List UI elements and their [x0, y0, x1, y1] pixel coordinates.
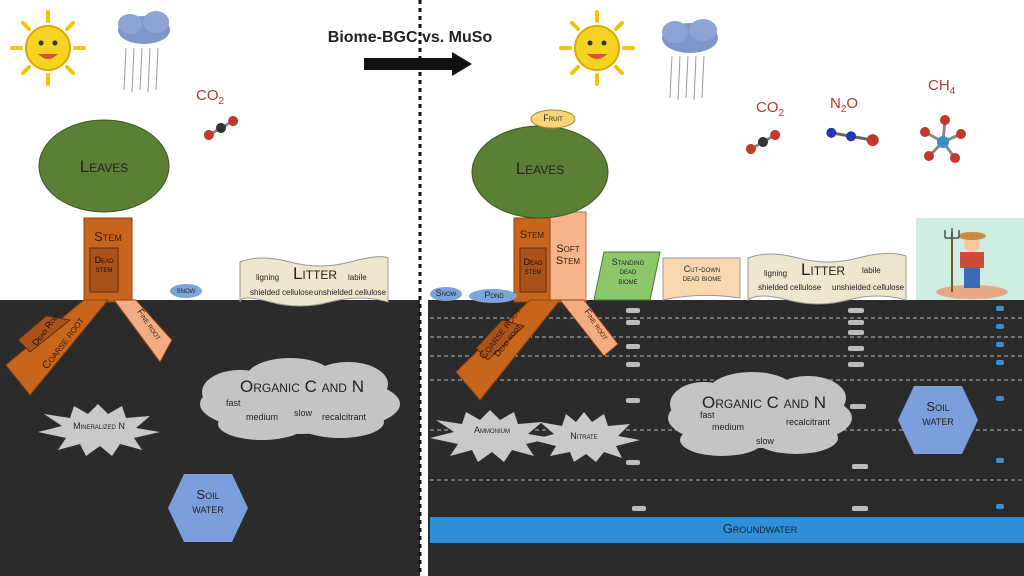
ch4-molecule-icon: [920, 115, 966, 163]
right-litter-title: Litter: [800, 260, 846, 279]
left-organic-medium: medium: [246, 412, 279, 422]
pond-shape: [469, 289, 517, 303]
left-dead-stem-box: [89, 247, 119, 293]
right-snow-label: Snow: [435, 288, 457, 298]
left-snow-shape: [170, 284, 202, 298]
right-organic-cloud: [668, 372, 852, 456]
co2-label-left: CO2: [196, 87, 225, 107]
left-litter-shielded: shielded cellulose: [250, 288, 314, 297]
right-leaves-label: Leaves: [515, 159, 565, 178]
right-litter-shielded: shielded cellulose: [758, 283, 822, 292]
left-organic-recalcitrant: recalcitrant: [322, 412, 367, 422]
right-snow-shape: [430, 287, 462, 301]
ch4-label: CH4: [928, 77, 956, 97]
fruit-label: Fruit: [543, 113, 563, 123]
nitrate-burst: [532, 412, 640, 462]
right-dead-stem-box: [519, 247, 547, 293]
groundwater-band: [430, 517, 1024, 543]
standing-dead-biome-box: [593, 251, 661, 301]
right-litter-unshielded: unshielded cellulose: [832, 283, 905, 292]
mineralized-n-burst: [38, 404, 160, 456]
right-soil-water-hex: [898, 386, 978, 454]
right-stem-label: Stem: [519, 229, 545, 241]
left-dead-root-shape: [17, 315, 72, 353]
sun-icon: [559, 10, 635, 86]
right-litter-ligning: ligning: [764, 269, 788, 278]
n2o-label: N2O: [830, 95, 859, 115]
right-organic-title: Organic C and N: [702, 393, 826, 412]
sun-icon: [10, 10, 86, 86]
left-organic-title: Organic C and N: [240, 377, 364, 396]
right-organic-medium: medium: [712, 422, 745, 432]
co2-molecule-icon: [745, 130, 781, 154]
groundwater-label: Groundwater: [722, 521, 798, 536]
cutdown-biome-box: [662, 257, 741, 301]
left-soil-water-hex: [168, 474, 248, 542]
mineralized-n-label: Mineralized N: [73, 421, 125, 431]
right-dead-root-shape: [475, 319, 525, 361]
left-organic-slow: slow: [294, 408, 313, 418]
farmer-icon: [936, 228, 1008, 299]
right-soft-stem: [547, 211, 587, 303]
right-litter-banner: [747, 252, 907, 305]
left-litter-ligning: ligning: [256, 273, 280, 282]
ammonium-burst: [430, 410, 552, 462]
pond-label: Pond: [484, 290, 504, 300]
left-litter-title: Litter: [292, 264, 338, 283]
left-snow-label: snow: [176, 285, 196, 295]
left-fine-root-shape: [113, 299, 173, 363]
left-organic-cloud: [200, 358, 400, 440]
left-leaves-canopy: [38, 119, 170, 213]
n2o-molecule-icon: [826, 127, 879, 147]
co2-label-right: CO2: [756, 99, 785, 119]
right-fine-root-shape: [558, 299, 619, 357]
left-organic-fast: fast: [226, 398, 241, 408]
soil-layer-markers: [626, 308, 868, 511]
fruit-shape: [530, 109, 576, 129]
nitrate-label: Nitrate: [570, 431, 598, 441]
left-leaves-label: Leaves: [79, 157, 129, 176]
left-stem-label: Stem: [94, 229, 122, 244]
right-organic-fast: fast: [700, 410, 715, 420]
co2-molecule-icon: [203, 116, 239, 140]
soil-water-markers: [996, 306, 1004, 509]
right-organic-slow: slow: [756, 436, 775, 446]
left-litter-labile: labile: [348, 273, 367, 282]
right-litter-labile: labile: [862, 266, 881, 275]
ammonium-label: Ammonium: [474, 425, 510, 435]
left-litter-banner: [239, 256, 389, 307]
right-organic-recalcitrant: recalcitrant: [786, 417, 831, 427]
left-litter-unshielded: unshielded cellulose: [314, 288, 387, 297]
rain-cloud-icon: [118, 11, 170, 93]
title-arrow: [364, 52, 472, 76]
diagram-title: Biome-BGC vs. MuSo: [327, 29, 493, 46]
rain-cloud-icon: [662, 19, 718, 101]
